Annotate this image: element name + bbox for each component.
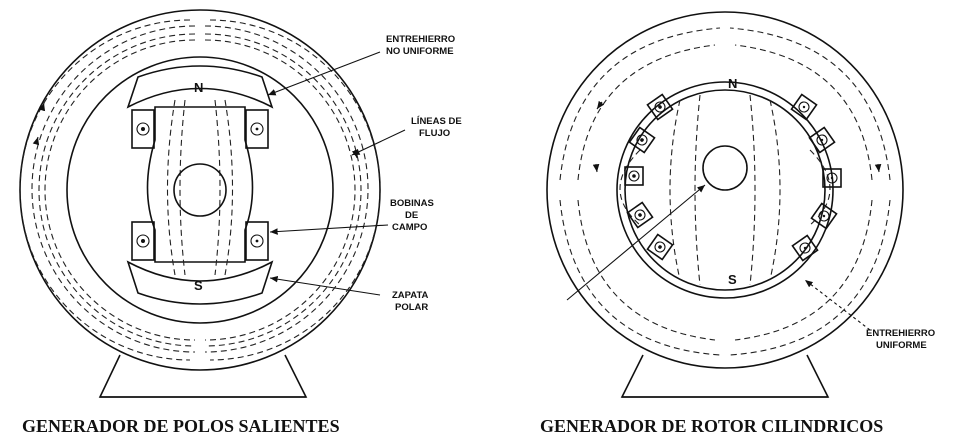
left-pole-south: S <box>194 278 203 293</box>
right-stator-outer <box>546 11 904 369</box>
left-stator-inner <box>66 56 334 324</box>
left-stator-outer <box>19 9 381 371</box>
label-field-coils-1: BOBINAS <box>390 198 434 209</box>
right-rotor <box>624 89 826 291</box>
label-air-gap-nonuniform-1: ENTREHIERRO <box>386 34 455 45</box>
label-pole-shoe-2: POLAR <box>395 302 428 313</box>
left-pole-north: N <box>194 80 203 95</box>
caption-salient-pole: GENERADOR DE POLOS SALIENTES <box>22 416 340 436</box>
rotor-slot-coils <box>624 93 842 262</box>
label-field-coils-2: DE <box>405 210 418 221</box>
rotor-body <box>146 106 254 263</box>
field-coils <box>131 109 269 261</box>
label-air-gap-uniform-2: UNIFORME <box>876 340 927 351</box>
right-shaft <box>702 145 748 191</box>
left-shaft <box>173 163 227 217</box>
caption-cylindrical-rotor: GENERADOR DE ROTOR CILINDRICOS <box>540 416 884 436</box>
label-flux-lines-2: FLUJO <box>419 128 450 139</box>
right-pole-south: S <box>728 272 737 287</box>
right-pole-north: N <box>728 76 737 91</box>
label-pole-shoe-1: ZAPATA <box>392 290 429 301</box>
label-field-coils-3: CAMPO <box>392 222 427 233</box>
label-flux-lines-1: LÍNEAS DE <box>411 116 462 127</box>
right-stator-inner <box>616 81 834 299</box>
north-pole-shoe <box>126 65 274 109</box>
cylindrical-rotor-generator: N S ENTREHIERRO UNIFORME <box>546 11 935 398</box>
right-stand <box>620 354 830 398</box>
salient-pole-generator: N S ENTREHIERRO NO UNIFORME LÍNEAS DE FL… <box>19 9 462 398</box>
left-stand <box>98 354 308 398</box>
label-air-gap-nonuniform-2: NO UNIFORME <box>386 46 454 57</box>
label-air-gap-uniform-1: ENTREHIERRO <box>866 328 935 339</box>
south-pole-shoe <box>126 260 274 305</box>
